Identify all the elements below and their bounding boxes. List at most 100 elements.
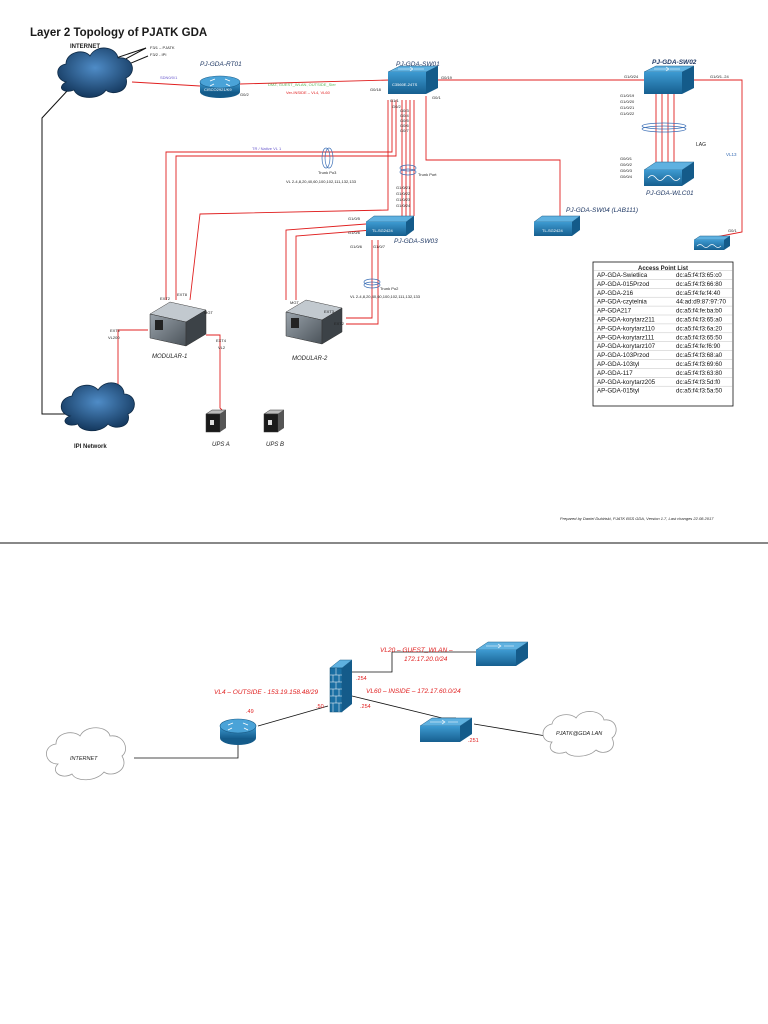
wlc-port: G0/0/2	[620, 162, 633, 167]
modular1-ext8: EXT8	[177, 292, 188, 297]
internet-cloud-icon	[57, 47, 133, 98]
ap-name-cell: AP-GDA-015Przod	[597, 281, 650, 288]
switch-sw04-icon	[533, 215, 581, 236]
sw03-name: PJ-GDA-SW03	[394, 238, 438, 245]
modular2-mgt: MGT	[290, 300, 299, 305]
sw03-port-up: G1/0/24	[396, 203, 411, 208]
p2-lan-cloud-icon	[542, 711, 617, 757]
sw02-port-down: G1/0/19	[620, 93, 635, 98]
p2-firewall-icon	[329, 659, 353, 713]
sw02-name: PJ-GDA-SW02	[652, 59, 697, 66]
wlc-port: G0/0/1	[620, 156, 633, 161]
modular1-ext4: EXT4	[216, 338, 227, 343]
router-port-right: G0/2	[240, 92, 249, 97]
ap-mac-cell: dc:a5:f4:f3:65:a0	[676, 317, 723, 324]
modular2-name: MODULAR-2	[292, 356, 328, 362]
wlc-port: G0/0/4	[620, 174, 633, 179]
modular1-name: MODULAR-1	[152, 354, 187, 360]
sw01-port-down: G0/5	[400, 118, 409, 123]
ap-mac-cell: dc:a5:f4:fe:f4:40	[676, 290, 721, 297]
sw01-port-down: G0/2	[392, 104, 401, 109]
trunk-po2-label: Trunk Po2	[380, 286, 399, 291]
ups-a-label: UPS A	[212, 442, 230, 448]
modular2-ext3: EXT3	[324, 309, 335, 314]
ap-mac-cell: dc:a5:f4:fe:f6:90	[676, 343, 721, 350]
sw03-port-b1: G1/0/6	[350, 244, 363, 249]
sw01-port-down: G0/3	[400, 108, 409, 113]
ap-name-cell: AP-GDA-czytelnia	[597, 299, 647, 306]
sw01-port-down: G0/4	[400, 113, 409, 118]
trunk-port-label: Trunk Port	[418, 172, 437, 177]
ap-name-cell: AP-GDA-103tyl	[597, 361, 639, 368]
sw03-port-up: G1/0/21	[396, 185, 411, 190]
sw02-port-down: G1/0/21	[620, 105, 635, 110]
sw03-port-b2: G1/0/7	[373, 244, 386, 249]
switch-sw03-icon	[365, 215, 415, 236]
wlc-icon	[643, 161, 695, 186]
sw02-port-left: G1/0/24	[624, 74, 639, 79]
tr-native-label: TR / Native VL 1	[252, 146, 282, 151]
vlan13-label: VL13	[726, 152, 737, 157]
p2-ip-fw-out: .50	[316, 704, 324, 710]
p2-guest-switch-icon	[475, 641, 529, 666]
modular1-mgt: MGT	[204, 310, 213, 315]
sw01-port-down: G0/7	[400, 128, 409, 133]
router-rt01-icon	[199, 75, 241, 98]
p2-internet-cloud-icon	[46, 727, 126, 781]
ap-table-title: Access Point List	[638, 266, 688, 272]
ap-name-cell: AP-GDA-015tyl	[597, 388, 639, 395]
ap-port-label: G0/1	[728, 228, 737, 233]
p2-internet-label: INTERNET	[70, 756, 98, 762]
p2-guest-label: VL20 – GUEST_WLAN –	[380, 647, 453, 654]
modular-2-server-icon	[285, 299, 343, 345]
vlan-green-label: DMZ, GUEST_WLAN, OUTSIDE_Sier	[268, 82, 336, 87]
ups-b-icon	[263, 409, 285, 433]
ap-mac-cell: dc:a5:f4:f3:68:a0	[676, 352, 723, 359]
sw01-port-down: G0/6	[400, 123, 409, 128]
sw01-port-down: G1/1	[390, 98, 399, 103]
p2-guest-net-label: 172.17.20.0/24	[404, 656, 448, 663]
p2-inside-switch-icon	[419, 717, 473, 742]
ap-name-cell: AP-GDA-117	[597, 370, 633, 377]
router-model: CISCO2921/K9	[204, 87, 232, 92]
p2-lan-label: PJATK@GDA LAN	[556, 731, 602, 737]
ap-mac-cell: 44:ad:d9:87:97:70	[676, 299, 726, 306]
ap-name-cell: AP-GDA-Swietlica	[597, 272, 648, 279]
ap-mac-cell: dc:a5:f4:f3:6a:20	[676, 325, 723, 332]
ups-a-icon	[205, 409, 227, 433]
switch-sw01-icon	[387, 65, 439, 94]
page-title: Layer 2 Topology of PJATK GDA	[30, 27, 207, 39]
p2-ip-router: .49	[246, 709, 254, 715]
modular1-ext1: EXT1	[110, 328, 121, 333]
p2-inside-label: VL60 – INSIDE – 172.17.60.0/24	[366, 688, 461, 695]
sw03-port-l1: G1/0/5	[348, 216, 361, 221]
sw01-name: PJ-GDA-SW01	[396, 61, 440, 68]
sw01-port-left: G0/18	[370, 87, 382, 92]
p2-ip-lan: .251	[468, 738, 479, 744]
modular1-vl2: VL2	[218, 345, 226, 350]
ipi-cloud-icon	[60, 382, 135, 432]
sw03-port-l2: G1/0/6	[348, 230, 361, 235]
ap-name-cell: AP-GDA-korytarz110	[597, 325, 655, 332]
router-port-left: SDN0/0/1	[160, 75, 178, 80]
ap-mac-cell: dc:a5:f4:f3:63:80	[676, 370, 723, 377]
trunk-po2-vlans: VL 2-4,8,20,40,60,100,102,111,132,133	[350, 294, 421, 299]
sw01-port-right1: G0/19	[441, 75, 453, 80]
modular2-ext2: EXT2	[334, 321, 345, 326]
ap-name-cell: AP-GDA-korytarz107	[597, 343, 656, 350]
modular-1-server-icon	[149, 301, 207, 347]
wlc-port: G0/0/3	[620, 168, 633, 173]
vlan-red-label: Ver-INSIDE – VL4, VL60	[286, 90, 331, 95]
access-point-table: Access Point List AP-GDA-Swietlica dc:a5:…	[592, 261, 734, 407]
sw03-port-up: G1/0/23	[396, 197, 411, 202]
ups-b-label: UPS B	[266, 442, 284, 448]
ap-name-cell: AP-GDA-103Przod	[597, 352, 650, 359]
access-point-icon	[693, 235, 731, 250]
router-name: PJ-GDA-RT01	[200, 61, 242, 68]
ap-mac-cell: dc:a5:f4:f3:5a:50	[676, 388, 723, 395]
internet-port-1: F3/1 – PJATK	[150, 45, 175, 50]
modular1-ext2: EXT2	[160, 296, 171, 301]
sw04-name: PJ-GDA-SW04 (LAB111)	[566, 207, 638, 214]
internet-label: INTERNET	[70, 44, 100, 50]
